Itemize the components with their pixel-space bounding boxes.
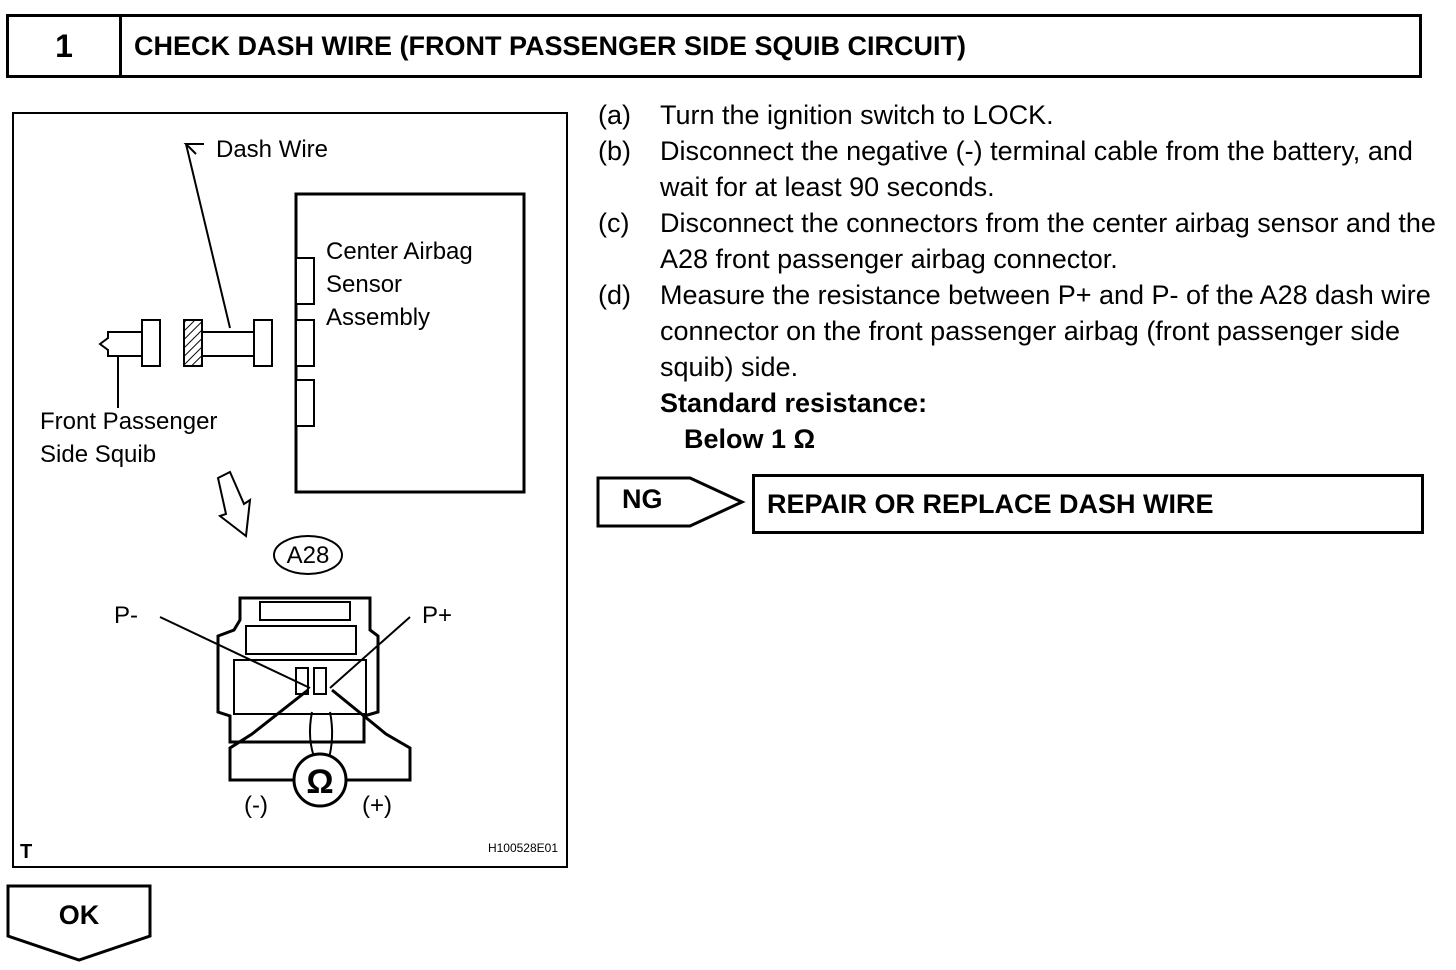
ng-action-box: REPAIR OR REPLACE DASH WIRE [752, 474, 1424, 534]
instruction-step-c: (c) Disconnect the connectors from the c… [598, 205, 1438, 277]
connector-id-oval [273, 535, 343, 575]
sensor-label-line3: Assembly [326, 304, 430, 331]
step-number: 1 [9, 17, 122, 75]
step-title: CHECK DASH WIRE (FRONT PASSENGER SIDE SQ… [134, 30, 967, 61]
squib-label-line1: Front Passenger [40, 408, 217, 435]
ok-arrow-icon [6, 884, 152, 962]
connector-lock-area [245, 625, 357, 655]
dash-wire-connector-end [253, 319, 273, 367]
step-text: Disconnect the connectors from the cente… [660, 208, 1436, 274]
step-letter: (a) [598, 100, 631, 130]
dash-wire-leader [185, 143, 231, 329]
probe-negative-lead [228, 688, 309, 782]
ohmmeter-icon [292, 752, 348, 808]
sensor-assembly-box [294, 192, 526, 494]
step-letter: (b) [598, 136, 631, 166]
ng-branch: NG REPAIR OR REPLACE DASH WIRE [596, 474, 1428, 536]
p-plus-label: P+ [422, 602, 452, 629]
p-plus-leader [329, 616, 411, 689]
sensor-label-line2: Sensor [326, 271, 402, 298]
sensor-connector-3 [295, 379, 315, 427]
instruction-step-d: (d) Measure the resistance between P+ an… [598, 277, 1438, 385]
ng-arrow-icon [596, 476, 746, 528]
negative-lead-label: (-) [244, 792, 268, 819]
sensor-connector-1 [295, 257, 315, 305]
step-text: Turn the ignition switch to LOCK. [660, 100, 1054, 130]
ok-branch: OK [6, 884, 154, 964]
ok-label: OK [58, 900, 100, 930]
positive-lead-label: (+) [362, 792, 392, 819]
dash-wire-connector-hatched [183, 319, 203, 367]
standard-resistance-label: Standard resistance: [660, 388, 928, 418]
corner-mark: T [20, 841, 32, 863]
step-text: Disconnect the negative (-) terminal cab… [660, 136, 1413, 202]
ng-label: NG [622, 484, 663, 514]
wiring-figure: Dash Wire Center Airbag Sensor Assembly … [12, 112, 568, 868]
squib-connector [141, 319, 161, 367]
sensor-label-line1: Center Airbag [326, 238, 473, 265]
dash-wire-leader-tick [183, 143, 204, 155]
step-letter: (c) [598, 208, 630, 238]
connector-id-label: A28 [287, 542, 330, 569]
ohm-symbol: Ω [306, 763, 333, 801]
figure-code: H100528E01 [488, 841, 558, 855]
down-arrow-icon [216, 470, 252, 538]
instruction-step-b: (b) Disconnect the negative (-) terminal… [598, 133, 1438, 205]
dash-wire-label: Dash Wire [216, 136, 328, 163]
step-header: 1 CHECK DASH WIRE (FRONT PASSENGER SIDE … [6, 14, 1422, 78]
instruction-list: (a) Turn the ignition switch to LOCK. (b… [598, 97, 1438, 457]
step-text: Measure the resistance between P+ and P-… [660, 280, 1431, 382]
connector-latch [259, 601, 351, 621]
p-minus-leader [159, 616, 311, 689]
squib-label-line2: Side Squib [40, 441, 156, 468]
instruction-step-a: (a) Turn the ignition switch to LOCK. [598, 97, 1438, 133]
p-minus-label: P- [114, 602, 138, 629]
step-letter: (d) [598, 280, 631, 310]
sensor-connector-2 [295, 319, 315, 367]
wiring-diagram: Dash Wire Center Airbag Sensor Assembly … [12, 112, 568, 868]
probe-positive-lead [331, 688, 412, 782]
terminal-p-plus [313, 667, 327, 695]
dash-wire-body [201, 331, 255, 357]
standard-resistance-value: Below 1 Ω [684, 424, 816, 454]
